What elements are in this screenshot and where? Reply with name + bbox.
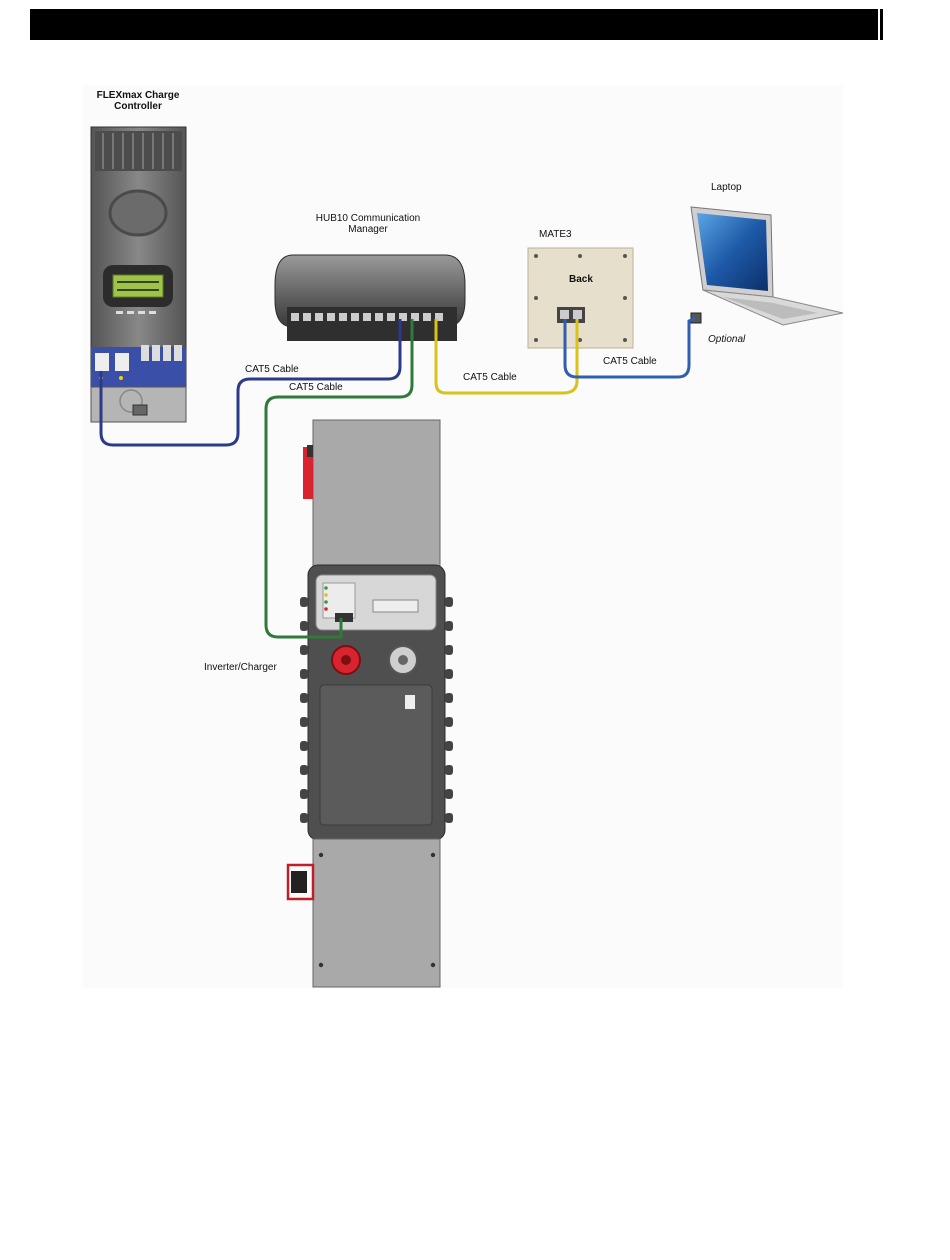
label-cable-hub-inverter: CAT5 Cable bbox=[289, 382, 343, 393]
label-cable-mate3-laptop: CAT5 Cable bbox=[603, 356, 657, 367]
label-mate3-back: Back bbox=[569, 274, 593, 285]
system-diagram: FLEXmax Charge Controller HUB10 Communic… bbox=[83, 85, 843, 988]
label-hub10: HUB10 Communication Manager bbox=[298, 213, 438, 235]
label-inverter-charger: Inverter/Charger bbox=[204, 662, 277, 673]
label-laptop: Laptop bbox=[711, 182, 742, 193]
charge-controller bbox=[91, 127, 186, 422]
header-bar bbox=[30, 9, 883, 40]
label-laptop-optional: Optional bbox=[708, 334, 745, 345]
hub-name-line1: HUB10 Communication bbox=[298, 213, 438, 224]
inverter-charger bbox=[288, 420, 453, 987]
hub-port-strip bbox=[287, 307, 457, 341]
label-charge-controller: FLEXmax Charge Controller bbox=[83, 90, 193, 112]
controller-lcd-screen bbox=[113, 275, 163, 297]
label-cable-controller-hub: CAT5 Cable bbox=[245, 364, 299, 375]
laptop-computer bbox=[691, 207, 843, 325]
controller-vent-fins bbox=[95, 131, 182, 171]
diagram-drawing bbox=[83, 85, 843, 988]
label-cable-hub-mate3: CAT5 Cable bbox=[463, 372, 517, 383]
controller-logo-emboss bbox=[110, 191, 166, 235]
charge-controller-name-line2: Controller bbox=[83, 101, 193, 112]
hub-name-line2: Manager bbox=[298, 224, 438, 235]
charge-controller-name-line1: FLEXmax Charge bbox=[83, 90, 193, 101]
header-bar-notch bbox=[878, 9, 880, 40]
label-mate3: MATE3 bbox=[539, 229, 572, 240]
mate3-unit bbox=[528, 248, 633, 348]
